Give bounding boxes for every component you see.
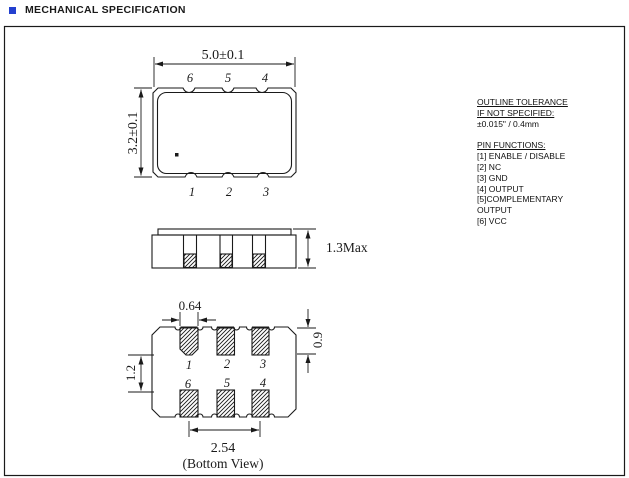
side-view-height-dim: 1.3Max: [326, 240, 368, 255]
bottom-view-caption: (Bottom View): [182, 456, 263, 471]
pin-function-line: OUTPUT: [477, 205, 512, 216]
pin-function-line: [6] VCC: [477, 215, 507, 226]
bottom-pin-label-6: 6: [185, 377, 192, 391]
pin-label-3: 3: [262, 185, 269, 199]
side-pad: [219, 253, 233, 269]
bottom-view: 0.64 0.9 1.2 2.54 (Bottom View) 1 2 3 6 …: [123, 298, 325, 471]
bottom-pin-label-3: 3: [259, 357, 266, 371]
pin-function-line: [2] NC: [477, 161, 502, 172]
pad-3: [251, 327, 270, 356]
tolerance-title-line2: IF NOT SPECIFIED:: [477, 107, 555, 118]
section-title: MECHANICAL SPECIFICATION: [25, 4, 186, 16]
pin-functions-title: PIN FUNCTIONS:: [477, 140, 546, 151]
pin-function-line: [3] GND: [477, 172, 508, 183]
top-view-height-dim: 3.2±0.1: [126, 112, 141, 155]
pad-4: [251, 389, 270, 418]
side-view-lid: [157, 228, 292, 236]
section-header: MECHANICAL SPECIFICATION: [9, 4, 186, 16]
blue-square-bullet-icon: [9, 6, 16, 14]
pad-1: [179, 327, 199, 356]
pin1-index-dot: [175, 153, 179, 157]
tolerance-title-line1: OUTLINE TOLERANCE: [477, 97, 568, 107]
pad-width-dim: 0.64: [179, 298, 202, 313]
pad-5: [216, 389, 236, 418]
top-view-width-dim: 5.0±0.1: [202, 48, 245, 63]
pin-function-line: [5]COMPLEMENTARY: [477, 194, 564, 205]
side-pad: [183, 253, 197, 269]
pin-label-2: 2: [226, 185, 232, 199]
top-view-inner-body: [156, 91, 293, 175]
bottom-pin-label-2: 2: [224, 357, 230, 371]
top-view-outline: [152, 87, 297, 178]
top-view: 5.0±0.1 3.2±0.1 6 5 4 1 2 3: [126, 48, 297, 199]
notes-panel: OUTLINE TOLERANCE IF NOT SPECIFIED: ±0.0…: [477, 97, 622, 227]
drawing-frame: [3, 25, 626, 477]
pitch-dim: 2.54: [211, 441, 236, 456]
side-view: 1.3Max: [151, 228, 368, 269]
pin-function-line: [1] ENABLE / DISABLE: [477, 151, 566, 162]
bottom-pin-label-1: 1: [186, 358, 192, 372]
bottom-pin-label-4: 4: [260, 376, 266, 390]
pin-label-4: 4: [262, 71, 268, 85]
bottom-view-outline: [151, 326, 297, 418]
pad-6: [179, 389, 199, 418]
bottom-pin-label-5: 5: [224, 376, 230, 390]
tolerance-value: ±0.015" / 0.4mm: [477, 118, 540, 129]
pin-function-line: [4] OUTPUT: [477, 183, 524, 194]
pin-label-6: 6: [187, 71, 194, 85]
pad-2: [216, 327, 236, 356]
pin-label-1: 1: [189, 185, 195, 199]
side-pad: [252, 253, 266, 269]
pad-height-dim: 0.9: [310, 332, 325, 348]
pin-label-5: 5: [225, 71, 231, 85]
row-gap-dim: 1.2: [123, 365, 138, 381]
